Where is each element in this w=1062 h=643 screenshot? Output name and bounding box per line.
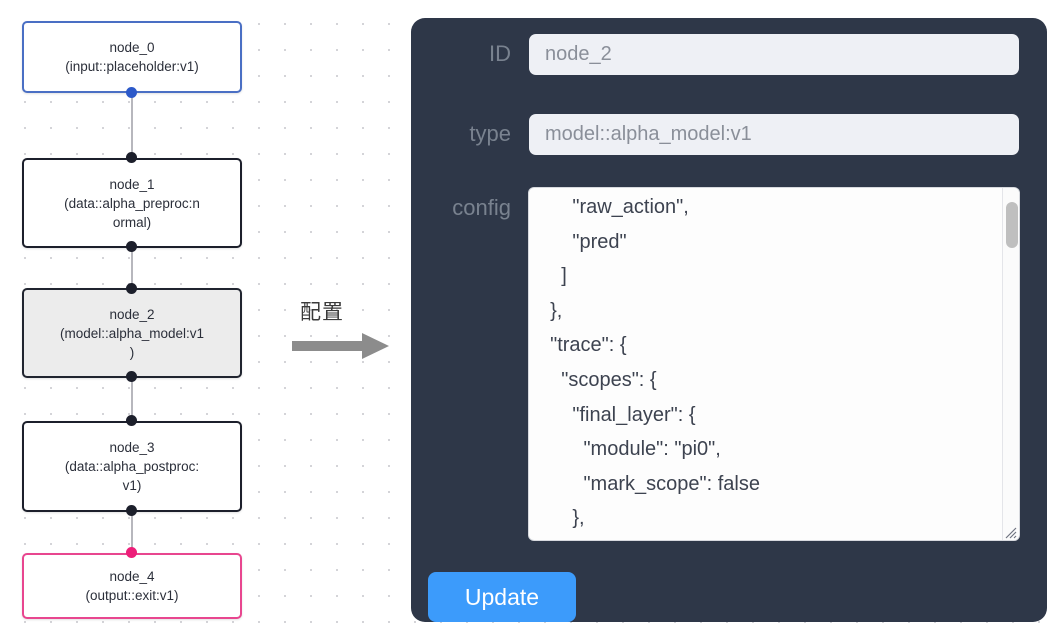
field-row-id: ID xyxy=(419,34,1019,75)
id-field-label: ID xyxy=(489,41,511,66)
graph-node-node_4[interactable]: node_4 (output::exit:v1) xyxy=(22,553,242,619)
graph-node-node_0[interactable]: node_0 (input::placeholder:v1) xyxy=(22,21,242,93)
node_2-output-handle[interactable] xyxy=(126,371,137,382)
graph-node-id: node_1 xyxy=(109,176,155,192)
field-row-type: type xyxy=(419,114,1019,155)
node_2-input-handle[interactable] xyxy=(126,283,137,294)
update-button[interactable]: Update xyxy=(428,572,576,622)
id-input[interactable] xyxy=(529,34,1019,75)
config-scrollbar-thumb[interactable] xyxy=(1006,202,1018,248)
config-textarea-content[interactable]: "raw_action", "pred" ] }, "trace": { "sc… xyxy=(550,196,760,530)
node_4-input-handle[interactable] xyxy=(126,547,137,558)
graph-node-node_2[interactable]: node_2 (model::alpha_model:v1 ) xyxy=(22,288,242,378)
transition-label: 配置 xyxy=(300,300,344,324)
edge-node1-node2 xyxy=(131,246,133,294)
graph-node-type-l2: ormal) xyxy=(112,214,152,230)
node_1-output-handle[interactable] xyxy=(126,241,137,252)
graph-node-type-l1: (model::alpha_model:v1 xyxy=(59,325,205,341)
node_3-output-handle[interactable] xyxy=(126,505,137,516)
canvas-bottom-edge xyxy=(0,628,1062,643)
config-scrollbar[interactable] xyxy=(1002,188,1019,540)
type-input[interactable] xyxy=(529,114,1019,155)
edge-node3-node4 xyxy=(131,510,133,550)
edge-node2-node3 xyxy=(131,375,133,418)
graph-node-type-l2: ) xyxy=(129,344,135,360)
graph-node-id: node_4 xyxy=(109,569,155,584)
config-textarea[interactable]: "raw_action", "pred" ] }, "trace": { "sc… xyxy=(529,188,1019,540)
graph-node-type: (input::placeholder:v1) xyxy=(65,59,199,74)
graph-node-id: node_3 xyxy=(109,440,155,455)
resize-grip-icon[interactable] xyxy=(1001,523,1017,539)
graph-node-type-l2: v1) xyxy=(122,478,142,493)
node-inspector-panel: ID type config "raw_action", "pred" ] },… xyxy=(411,18,1047,622)
node_3-input-handle[interactable] xyxy=(126,415,137,426)
node-graph: node_0 (input::placeholder:v1) node_1 (d… xyxy=(0,0,400,643)
transition-indicator: 配置 xyxy=(292,296,398,362)
graph-node-type: (output::exit:v1) xyxy=(85,588,179,603)
graph-node-type-l1: (data::alpha_preproc:n xyxy=(64,195,200,211)
graph-node-id: node_0 xyxy=(109,40,155,55)
edge-node0-node1 xyxy=(131,92,133,158)
right-arrow-icon xyxy=(292,333,389,359)
field-row-config: config "raw_action", "pred" ] }, "trace"… xyxy=(419,188,1019,540)
graph-node-node_1[interactable]: node_1 (data::alpha_preproc:n ormal) xyxy=(22,158,242,248)
type-field-label: type xyxy=(469,121,511,146)
graph-node-type-l1: (data::alpha_postproc: xyxy=(64,459,200,474)
node_0-output-handle[interactable] xyxy=(126,87,137,98)
graph-node-node_3[interactable]: node_3 (data::alpha_postproc: v1) xyxy=(22,421,242,512)
config-field-label: config xyxy=(452,195,511,220)
graph-node-id: node_2 xyxy=(109,306,155,322)
node_1-input-handle[interactable] xyxy=(126,152,137,163)
